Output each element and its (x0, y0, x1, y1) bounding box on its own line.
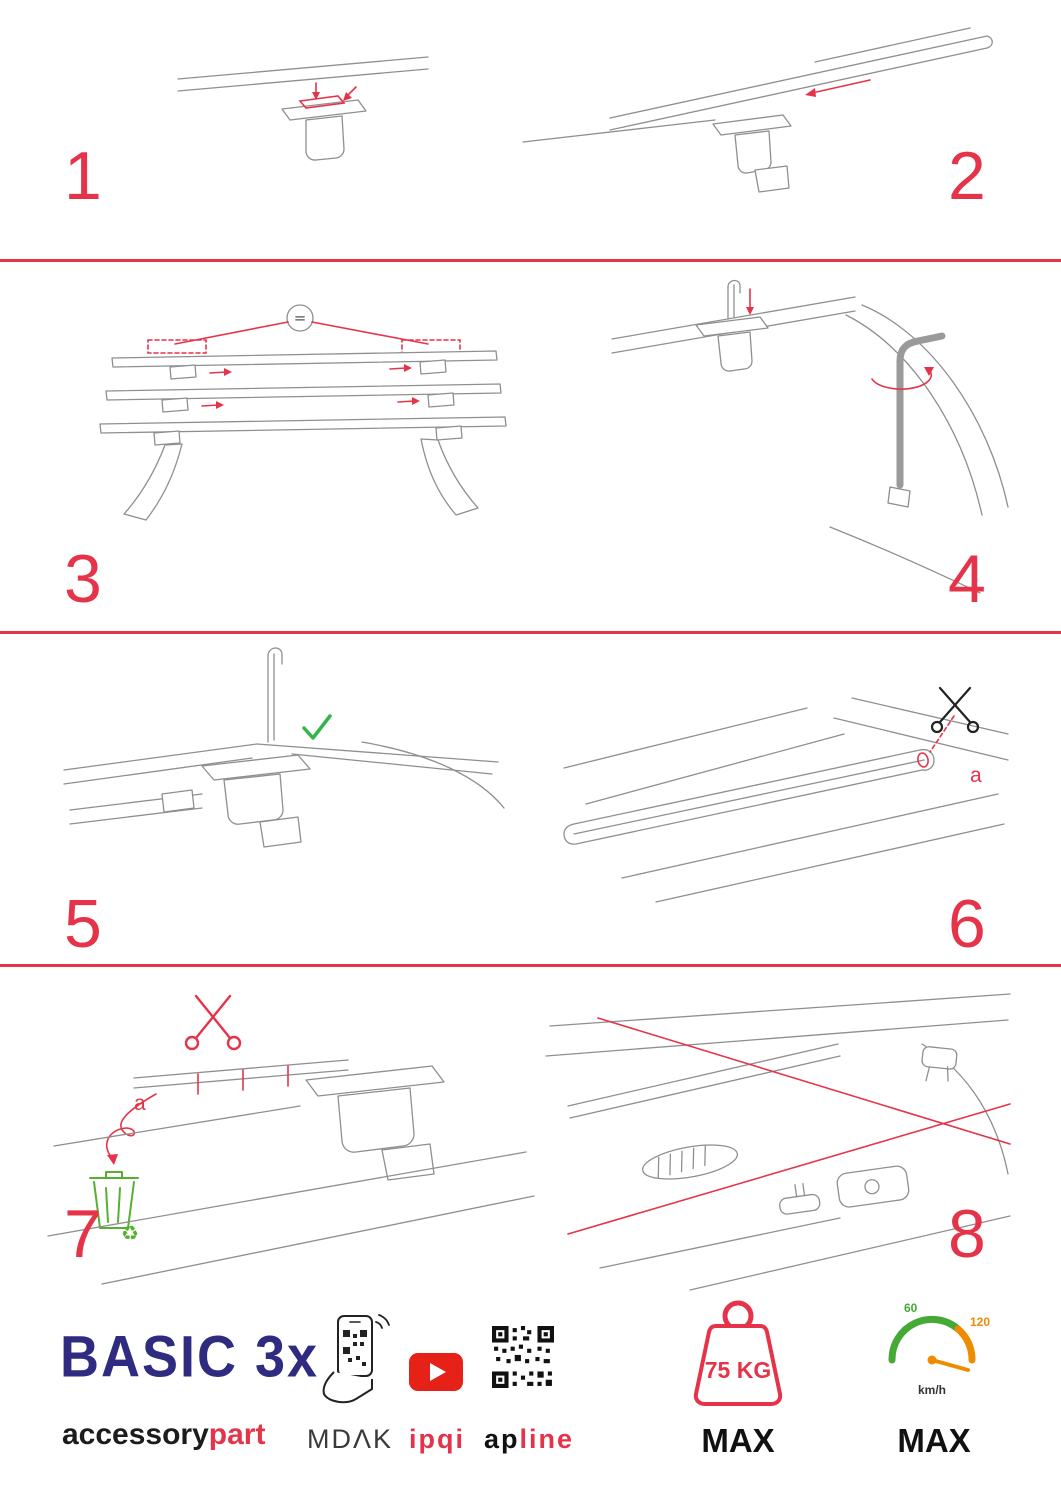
step-8-illustration (545, 993, 1011, 1291)
apline-red: line (519, 1424, 575, 1454)
mdak-label: MDΛK (306, 1424, 394, 1454)
equals-icon: = (294, 309, 307, 327)
apline-label: apline (484, 1424, 572, 1454)
discard-arrow (106, 1093, 157, 1159)
step-1-number: 1 (64, 138, 102, 214)
speed-max-label: MAX (897, 1422, 971, 1459)
step-8-number: 8 (948, 1196, 986, 1272)
qr-code-icon (492, 1326, 554, 1388)
product-logo: BASIC 3x (60, 1324, 320, 1390)
rotate-arrow (871, 370, 933, 390)
brand-black: accessory (62, 1418, 209, 1451)
equals-badge (286, 304, 314, 332)
speed-high-tick: 120 (970, 1315, 990, 1329)
weight-icon: 75 KG (693, 1300, 783, 1406)
step-2-illustration (522, 27, 993, 193)
step-2-number: 2 (948, 138, 986, 214)
speedometer-icon: 60 120 km/h (888, 1301, 990, 1397)
step-3-illustration: = (99, 304, 507, 521)
youtube-icon (409, 1353, 463, 1391)
trash-icon (89, 1171, 139, 1229)
step-4-illustration (611, 279, 1009, 594)
step-6-number: 6 (948, 886, 986, 962)
label-a: a (970, 764, 982, 787)
scissors-icon (930, 686, 980, 734)
step-5-number: 5 (64, 886, 102, 962)
step-5-illustration (63, 647, 505, 848)
scissors-icon (184, 994, 242, 1051)
ipqi-label: ipqi (409, 1424, 465, 1454)
slide-arrow (811, 79, 871, 94)
recycle-icon: ♻ (121, 1221, 139, 1245)
check-icon (302, 714, 332, 740)
brand-name: accessorypart (62, 1420, 265, 1450)
step-4-number: 4 (948, 541, 986, 617)
section-divider (0, 259, 1061, 262)
rail-clamp (921, 1046, 958, 1082)
step-7-number: 7 (64, 1196, 102, 1272)
speed-unit: km/h (918, 1383, 946, 1397)
allen-key (896, 332, 946, 489)
section-divider (0, 964, 1061, 967)
weight-max-label: MAX (701, 1422, 775, 1459)
step-3-number: 3 (64, 541, 102, 617)
section-divider (0, 631, 1061, 634)
clamp-body (836, 1165, 910, 1208)
speed-low-tick: 60 (904, 1301, 918, 1315)
brand-red: part (208, 1418, 266, 1451)
weight-value: 75 KG (705, 1357, 771, 1383)
apline-black: ap (484, 1424, 520, 1454)
rail-pad (642, 1144, 738, 1180)
step-6-illustration: a (563, 686, 1009, 903)
step-1-illustration (177, 56, 429, 161)
insert-pad-highlight (298, 95, 346, 109)
phone-qr-icon (322, 1314, 390, 1404)
cut-strip-end (917, 752, 929, 768)
step-7-illustration: a ♻ (47, 994, 535, 1285)
t-bolt (779, 1183, 821, 1215)
